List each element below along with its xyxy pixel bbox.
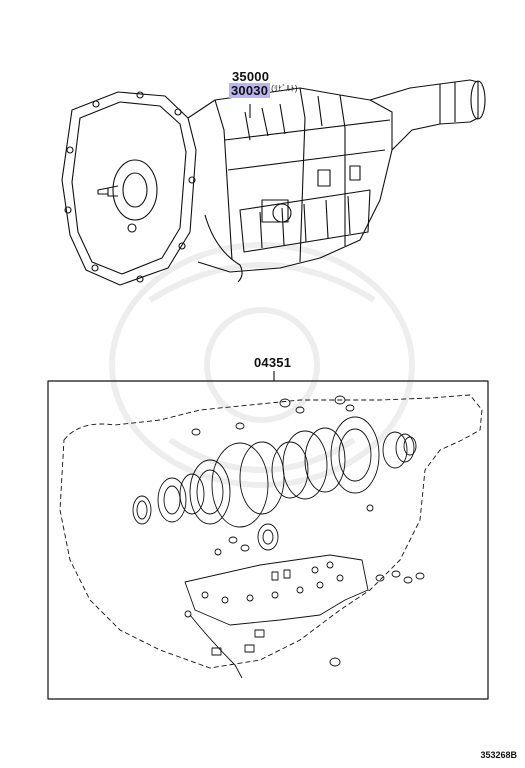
rebuilt-part-number: 30030 (229, 83, 271, 98)
gasket-kit-frame (47, 380, 489, 700)
transmission-assembly-drawing (61, 79, 486, 286)
figure-number: 353268B (480, 750, 517, 760)
assembly-part-number: 35000 (232, 69, 270, 84)
gasket-kit-drawing (59, 394, 483, 679)
rebuilt-note: (ﾘﾋﾞﾙﾄ) (271, 84, 298, 93)
rebuilt-part-label: 30030(ﾘﾋﾞﾙﾄ) (229, 83, 298, 98)
gasket-kit-part-number: 04351 (254, 355, 292, 370)
